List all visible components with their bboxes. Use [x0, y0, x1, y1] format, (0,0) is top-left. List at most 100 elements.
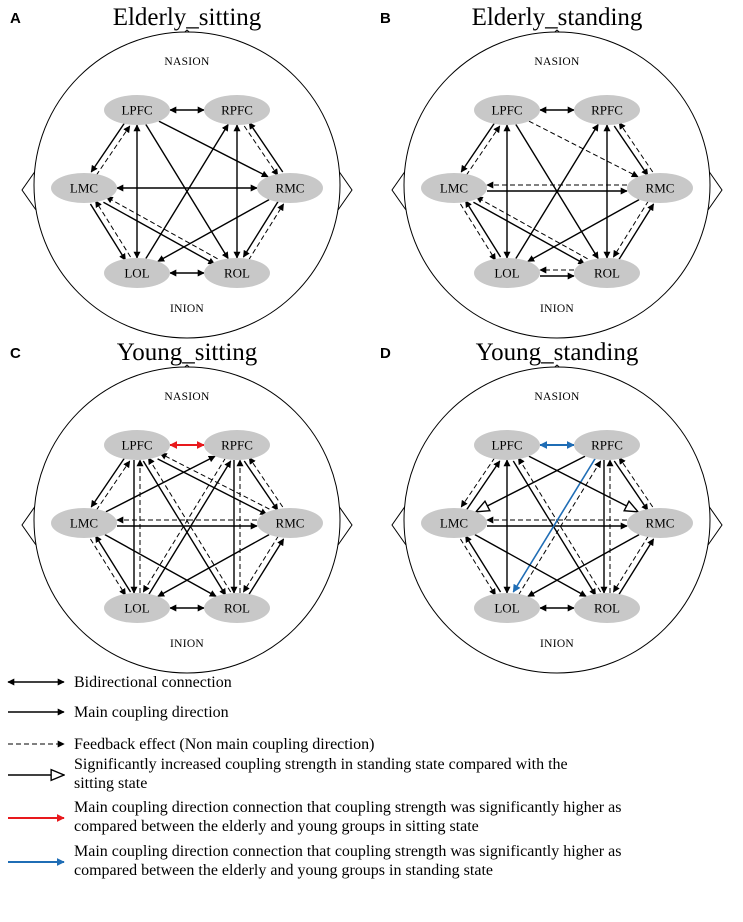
legend-item-bidirectional: Bidirectional connection [7, 674, 232, 691]
node-ellipse [627, 173, 693, 203]
nasion-label: NASION [164, 391, 210, 403]
legend-text: Significantly increased coupling strengt… [74, 756, 568, 773]
connection-lmc-lol-feedback [90, 538, 126, 596]
node-lol: LOL [104, 593, 170, 623]
node-label: RPFC [591, 103, 623, 118]
connection-rol-lpfc-feedback [147, 457, 232, 593]
connection-rpfc-lol-main-blue [512, 457, 597, 593]
node-label: ROL [224, 266, 250, 281]
node-rpfc: RPFC [204, 95, 270, 125]
connection-lol-rpfc-main [145, 123, 229, 259]
node-label: LPFC [121, 103, 152, 118]
node-label: LOL [124, 266, 149, 281]
connection-rol-lmc-feedback [475, 196, 588, 260]
connection-lpfc-rol-main [512, 460, 597, 596]
connection-lmc-lol-main [89, 203, 127, 261]
connection-lpfc-rmc-main [158, 120, 269, 178]
node-rmc: RMC [257, 508, 323, 538]
connection-rpfc-rmc-main [613, 125, 649, 176]
connection-lmc-rol-main [103, 201, 216, 265]
connection-rmc-rpfc-feedback [248, 457, 284, 508]
connection-lpfc-rmc-feedback [528, 120, 639, 178]
connection-lpfc-rol-main [142, 460, 227, 596]
node-ellipse [204, 95, 270, 125]
node-label: ROL [224, 601, 250, 616]
legend-text: Bidirectional connection [74, 674, 232, 691]
node-ellipse [104, 593, 170, 623]
nasion-label: NASION [534, 391, 580, 403]
node-label: LPFC [491, 438, 522, 453]
connection-lmc-lol-feedback [460, 203, 496, 261]
connection-lpfc-lmc-main [90, 122, 126, 173]
node-label: LOL [494, 601, 519, 616]
connection-group [89, 106, 284, 277]
connection-rol-lpfc-feedback [517, 457, 602, 593]
connection-rmc-lol-main [157, 533, 270, 598]
panel-title: Elderly_sitting [113, 4, 262, 31]
right-ear-outline [337, 504, 353, 546]
legend-item-increased: Significantly increased coupling strengt… [8, 756, 568, 792]
inion-label: INION [170, 303, 204, 315]
node-ellipse [104, 430, 170, 460]
legend-item-blue: Main coupling direction connection that … [8, 843, 621, 879]
panel-letter: C [10, 345, 21, 362]
node-ellipse [474, 430, 540, 460]
connection-rmc-rol-feedback [243, 535, 279, 593]
panel-title: Elderly_standing [472, 4, 643, 31]
inion-label: INION [540, 638, 574, 650]
node-rmc: RMC [627, 173, 693, 203]
connection-rpfc-rmc-main [613, 460, 649, 511]
node-label: RMC [646, 516, 675, 531]
connection-rmc-lpfc-feedback [159, 453, 270, 510]
node-label: ROL [594, 266, 620, 281]
connection-rmc-rol-main [242, 200, 280, 258]
node-rpfc: RPFC [574, 430, 640, 460]
connection-lol-rpfc-main [147, 460, 232, 596]
node-label: RPFC [591, 438, 623, 453]
node-lmc: LMC [51, 508, 117, 538]
panel-letter: A [10, 10, 21, 27]
inion-label: INION [170, 638, 204, 650]
node-label: LPFC [121, 438, 152, 453]
node-ellipse [51, 173, 117, 203]
connection-lmc-rpfc-main [105, 455, 216, 513]
node-lpfc: LPFC [104, 430, 170, 460]
connection-lpfc-lmc-main [460, 122, 496, 173]
node-label: LPFC [491, 103, 522, 118]
node-lol: LOL [474, 593, 540, 623]
right-ear-outline [707, 504, 723, 546]
node-ellipse [574, 258, 640, 288]
nasion-label: NASION [164, 56, 210, 68]
connection-rol-rmc-main [247, 538, 285, 596]
connection-lol-lmc-main [464, 200, 502, 258]
legend-text: Main coupling direction connection that … [74, 799, 621, 816]
node-lmc: LMC [421, 173, 487, 203]
node-label: RMC [646, 181, 675, 196]
node-ellipse [574, 430, 640, 460]
node-rol: ROL [204, 593, 270, 623]
nasion-label: NASION [534, 56, 580, 68]
node-ellipse [474, 258, 540, 288]
connection-rmc-rol-feedback [613, 535, 649, 593]
connection-lpfc-lmc-main [90, 457, 126, 508]
connection-group [460, 106, 655, 280]
panel-letter: D [380, 345, 391, 362]
node-label: LMC [70, 516, 98, 531]
legend-text: compared between the elderly and young g… [74, 818, 479, 835]
node-lmc: LMC [51, 173, 117, 203]
node-rpfc: RPFC [574, 95, 640, 125]
node-ellipse [104, 258, 170, 288]
left-ear-outline [391, 504, 407, 546]
connection-lmc-lpfc-feedback [95, 125, 131, 176]
connection-lol-rpfc-main [515, 123, 599, 259]
connection-lpfc-lmc-feedback [460, 457, 496, 508]
connection-rol-lmc-feedback [105, 196, 218, 260]
node-ellipse [474, 95, 540, 125]
node-ellipse [421, 508, 487, 538]
node-rpfc: RPFC [204, 430, 270, 460]
